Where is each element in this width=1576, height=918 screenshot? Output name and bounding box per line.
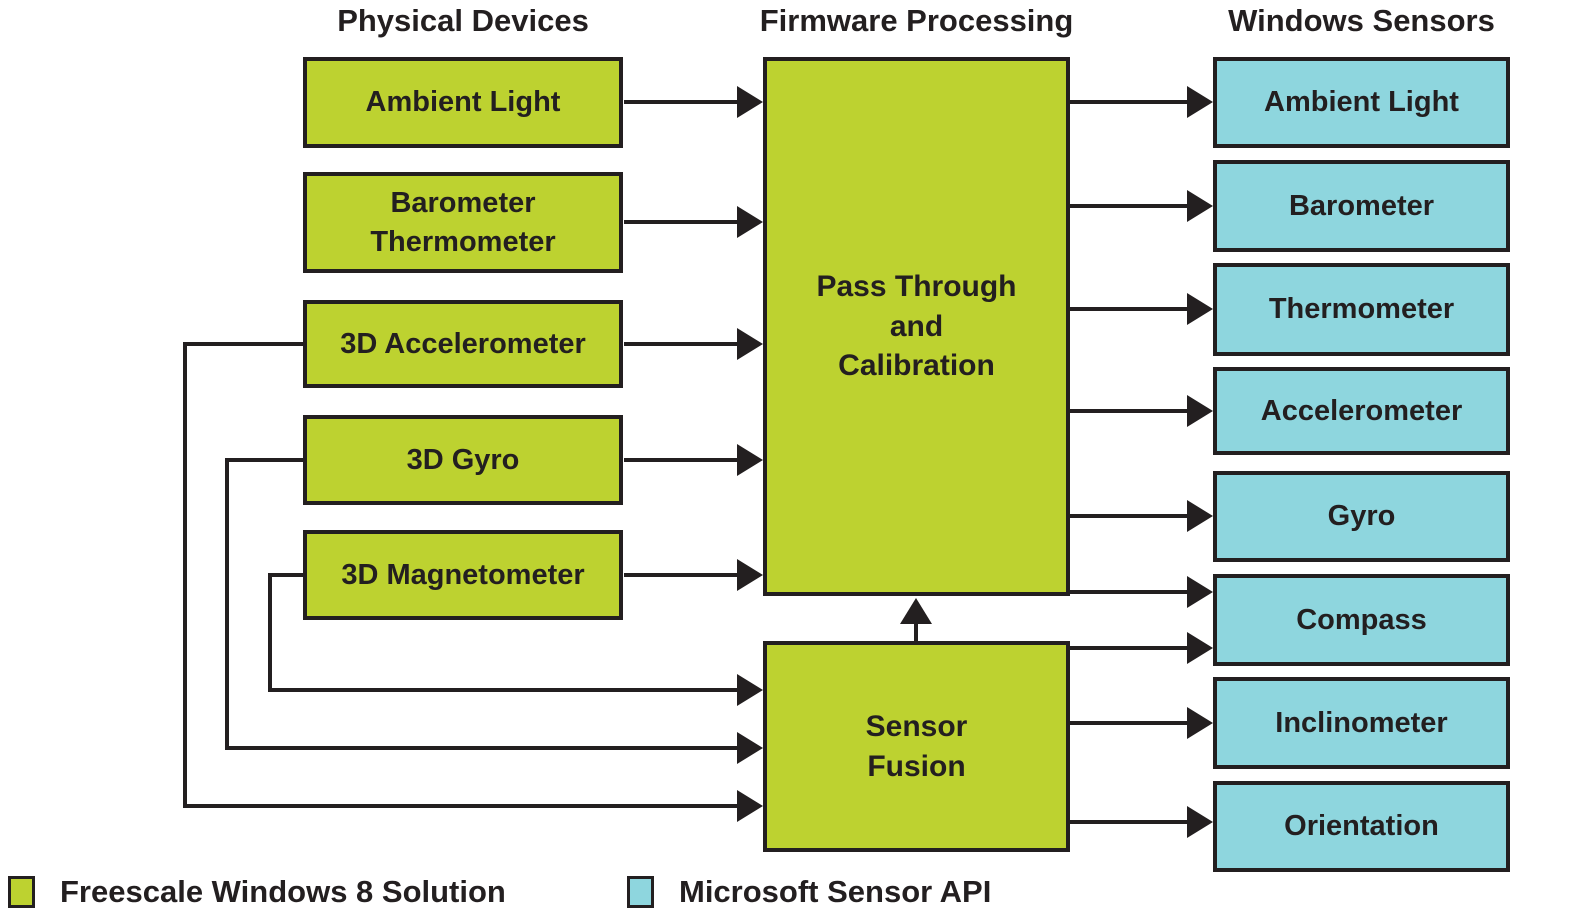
windows-sensor-orientation-box: Orientation [1213,781,1510,872]
firmware-sensor-fusion-box: Sensor Fusion [763,641,1070,852]
physical-device-3d-accelerometer-label: 3D Accelerometer [340,327,586,360]
firmware-processing-header: Firmware Processing [759,3,1074,38]
windows-sensor-accelerometer-box: Accelerometer [1213,367,1510,455]
physical-device-barometer-thermometer-box: Barometer Thermometer [303,172,623,273]
windows-sensor-inclinometer-label: Inclinometer [1275,706,1448,739]
arrow-pass-through-to-compass [1070,576,1213,608]
physical-devices-header: Physical Devices [337,3,589,38]
windows-sensor-thermometer-box: Thermometer [1213,263,1510,356]
windows-sensor-orientation-label: Orientation [1284,810,1439,843]
windows-sensor-inclinometer-box: Inclinometer [1213,677,1510,769]
windows-sensor-thermometer-label: Thermometer [1268,293,1455,326]
windows-sensor-compass-label: Compass [1296,603,1427,636]
arrow-pass-through-to-gyro [1070,500,1213,532]
firmware-pass-through-calibration-box: Pass Through and Calibration [763,57,1070,596]
windows-sensor-ambient-light-box: Ambient Light [1213,57,1510,148]
arrow-3d-gyro-to-pass-through [624,444,763,476]
arrow-sensor-fusion-to-compass [1070,632,1213,664]
physical-device-3d-gyro-label: 3D Gyro [406,443,520,476]
legend-item-freescale: Freescale Windows 8 Solution [8,874,506,910]
windows-sensor-barometer-label: Barometer [1288,189,1435,222]
physical-device-3d-magnetometer-label: 3D Magnetometer [341,558,585,591]
arrow-3d-accelerometer-to-pass-through [624,328,763,360]
arrow-sensor-fusion-to-orientation [1070,806,1213,838]
arrow-pass-through-to-barometer [1070,190,1213,222]
physical-device-3d-magnetometer-box: 3D Magnetometer [303,530,623,620]
firmware-sensor-fusion-label: Sensor Fusion [865,709,968,783]
physical-device-ambient-light-label: Ambient Light [365,86,561,119]
arrow-pass-through-to-ambient-light [1070,86,1213,118]
physical-device-barometer-thermometer-label: Barometer Thermometer [370,187,556,258]
legend-microsoft-label: Microsoft Sensor API [679,874,992,909]
physical-device-3d-accelerometer-box: 3D Accelerometer [303,300,623,388]
windows-sensor-barometer-box: Barometer [1213,160,1510,252]
windows-sensor-gyro-box: Gyro [1213,471,1510,562]
legend-item-microsoft: Microsoft Sensor API [627,874,991,910]
arrow-sensor-fusion-to-inclinometer [1070,707,1213,739]
physical-device-3d-gyro-box: 3D Gyro [303,415,623,505]
freescale-green-swatch-icon [8,876,35,908]
firmware-pass-through-calibration-label: Pass Through and Calibration [816,270,1017,383]
windows-sensor-compass-box: Compass [1213,574,1510,666]
windows-sensor-ambient-light-label: Ambient Light [1264,86,1459,119]
windows-sensor-gyro-label: Gyro [1327,500,1396,533]
microsoft-blue-swatch-icon [627,876,654,908]
windows-sensors-header: Windows Sensors [1228,3,1495,38]
arrow-ambient-light-to-pass-through [624,86,763,118]
arrow-sensor-fusion-to-pass-through [900,598,932,641]
legend-freescale-label: Freescale Windows 8 Solution [60,874,506,909]
arrow-barometer-thermometer-to-pass-through [624,206,763,238]
physical-device-ambient-light-box: Ambient Light [303,57,623,148]
windows-sensor-accelerometer-label: Accelerometer [1260,394,1463,427]
arrow-pass-through-to-thermometer [1070,293,1213,325]
arrow-pass-through-to-accelerometer [1070,395,1213,427]
arrow-3d-magnetometer-to-pass-through [624,559,763,591]
